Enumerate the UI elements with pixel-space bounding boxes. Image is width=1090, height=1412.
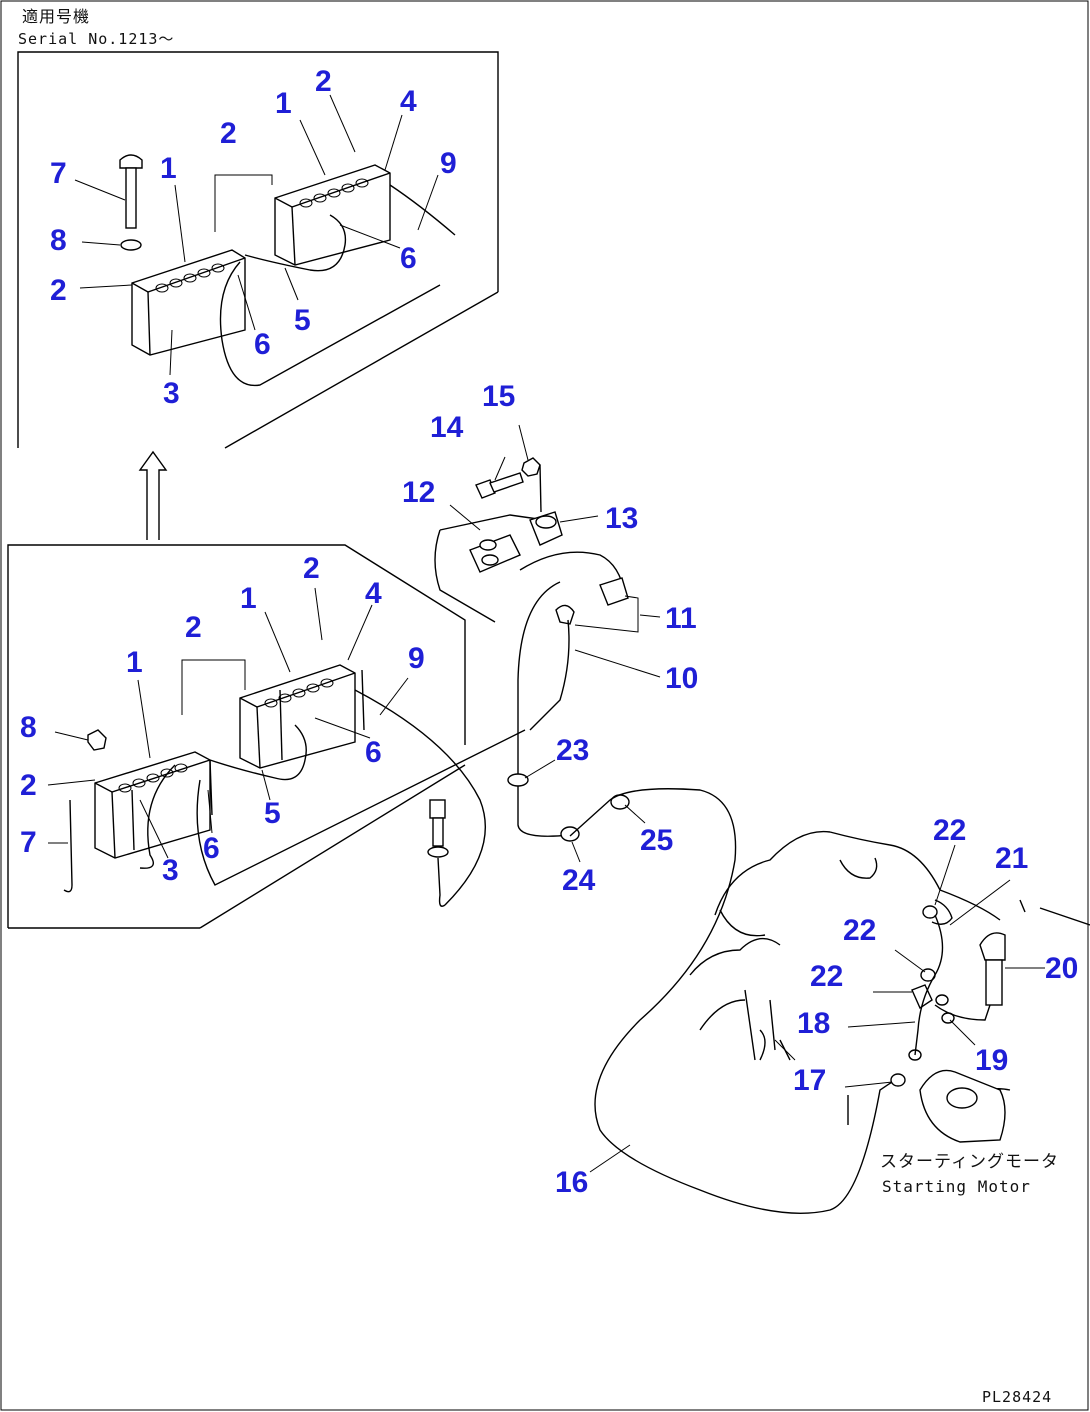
callout-label: 16 — [555, 1166, 588, 1199]
callout-label: 7 — [50, 157, 67, 190]
callout-label: 2 — [20, 769, 37, 802]
callout-label: 2 — [315, 65, 332, 98]
callout-label: 9 — [440, 147, 457, 180]
callout-label: 1 — [126, 646, 143, 679]
callout-label: 14 — [430, 411, 464, 444]
callout-label: 5 — [294, 304, 311, 337]
callout-label: 6 — [203, 832, 220, 865]
callout-label: 2 — [220, 117, 237, 150]
callout-label: 24 — [562, 864, 596, 897]
callout-label: 22 — [843, 914, 876, 947]
callout-label: 12 — [402, 476, 435, 509]
callout-label: 6 — [365, 736, 382, 769]
callout-label: 2 — [303, 552, 320, 585]
callout-label: 8 — [50, 224, 67, 257]
callout-label: 22 — [810, 960, 843, 993]
bottom-inset — [7, 544, 526, 929]
loose-bolt — [427, 799, 449, 907]
callout-label: 9 — [408, 642, 425, 675]
callout-label: 1 — [160, 152, 177, 185]
callout-label: 19 — [975, 1044, 1008, 1077]
callout-label: 15 — [482, 380, 515, 413]
callout-label: 10 — [665, 662, 698, 695]
header-serial: Serial No.1213〜 — [18, 30, 174, 48]
callout-label: 22 — [933, 814, 966, 847]
callout-label: 1 — [240, 582, 257, 615]
callout-label: 3 — [162, 854, 179, 887]
callout-label: 2 — [185, 611, 202, 644]
header-jp-title: 適用号機 — [22, 7, 90, 26]
callout-label: 6 — [254, 328, 271, 361]
engine-assembly — [689, 830, 1090, 1143]
up-arrow-icon — [138, 450, 168, 540]
callout-label: 25 — [640, 824, 673, 857]
starting-motor-label-en: Starting Motor — [882, 1177, 1031, 1196]
callout-label: 6 — [400, 242, 417, 275]
callout-label: 23 — [556, 734, 589, 767]
callout-label: 20 — [1045, 952, 1078, 985]
top-inset — [17, 51, 499, 449]
cable-16 — [569, 788, 893, 1214]
callout-label: 3 — [163, 377, 180, 410]
callout-label: 5 — [264, 797, 281, 830]
footer-code: PL28424 — [982, 1388, 1052, 1406]
callout-label: 4 — [365, 577, 382, 610]
callout-label: 17 — [793, 1064, 826, 1097]
starting-motor-label-jp: スターティングモータ — [880, 1152, 1059, 1172]
callouts-system: 15 14 12 13 11 10 23 25 24 22 21 22 20 2… — [402, 380, 1078, 1199]
callout-label: 8 — [20, 711, 37, 744]
callouts-top: 2 1 4 9 2 7 1 8 6 2 5 6 3 — [50, 65, 457, 410]
callout-label: 7 — [20, 826, 37, 859]
callout-label: 13 — [605, 502, 638, 535]
callout-label: 21 — [995, 842, 1028, 875]
callout-label: 1 — [275, 87, 292, 120]
battery-relay-assembly — [434, 424, 661, 863]
callout-label: 11 — [665, 602, 697, 635]
callout-label: 2 — [50, 274, 67, 307]
callout-label: 18 — [797, 1007, 830, 1040]
callouts-bottom: 2 4 1 2 9 1 8 6 2 5 7 6 3 — [20, 552, 425, 887]
callout-label: 4 — [400, 85, 417, 118]
